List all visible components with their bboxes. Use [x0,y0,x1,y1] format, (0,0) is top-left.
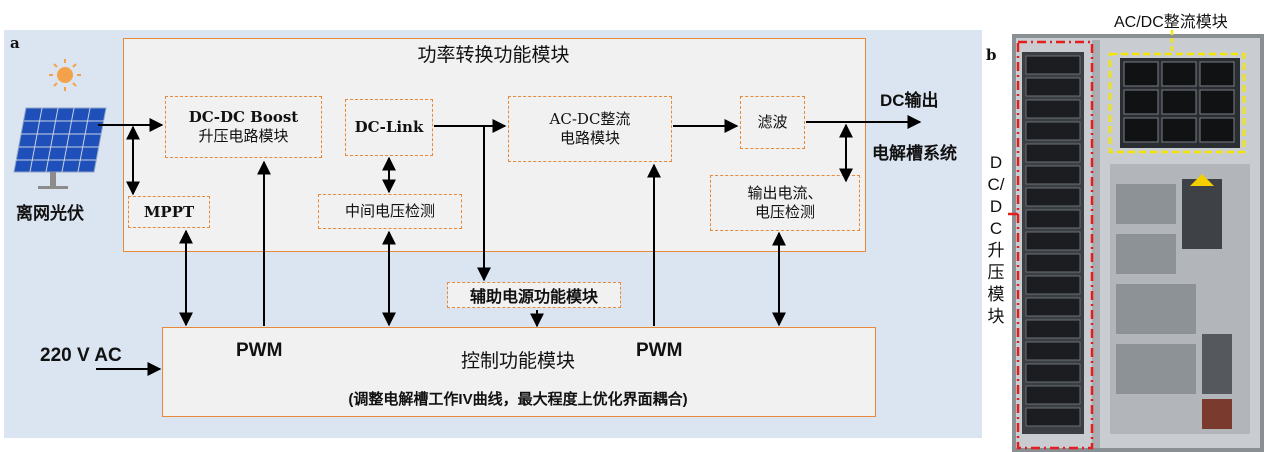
mid-voltage-module: 中间电压检测 [318,194,462,229]
control-module [162,327,876,417]
pwm-left-label: PWM [236,340,283,361]
dclink-module: DC-Link [345,99,433,156]
acdc-photo-label: AC/DC整流模块 [1114,14,1228,31]
acdc-label-1: AC-DC整流 [549,110,631,128]
aux-power-module: 辅助电源功能模块 [447,282,621,308]
boost-label-2: 升压电路模块 [198,127,289,145]
panel-b-label: b [986,46,997,64]
electrolyzer-label: 电解槽系统 [872,144,957,163]
dclink-label: DC-Link [354,118,424,136]
dcdc-photo-label: DC/DC升压模块 [987,153,1005,326]
output-detect-label-1: 输出电流、 [747,184,823,202]
ac-input-label: 220 V AC [40,345,122,366]
panel-a-label: a [10,34,20,52]
boost-label-1: DC-DC Boost [188,108,299,126]
mid-voltage-label: 中间电压检测 [344,202,435,220]
boost-module: DC-DC Boost 升压电路模块 [165,96,322,158]
control-title: 控制功能模块 [460,350,575,372]
filter-module: 滤波 [740,96,805,149]
mppt-module: MPPT [128,196,210,228]
solar-panel-icon [13,59,107,189]
dc-output-label: DC输出 [880,91,939,110]
aux-power-label: 辅助电源功能模块 [469,289,598,306]
mppt-label: MPPT [143,202,195,221]
control-subtitle: (调整电解槽工作IV曲线，最大程度上优化界面耦合) [348,391,688,408]
pv-label: 离网光伏 [16,204,84,223]
output-detect-label-2: 电压检测 [754,203,815,221]
power-module-title: 功率转换功能模块 [417,44,570,66]
pwm-right-label: PWM [636,340,683,361]
acdc-module: AC-DC整流 电路模块 [508,96,672,162]
output-detect-module: 输出电流、 电压检测 [710,175,860,231]
acdc-label-2: 电路模块 [559,129,620,147]
filter-label: 滤波 [757,113,788,131]
sun-icon [49,59,81,91]
cabinet-photo [1012,34,1264,452]
